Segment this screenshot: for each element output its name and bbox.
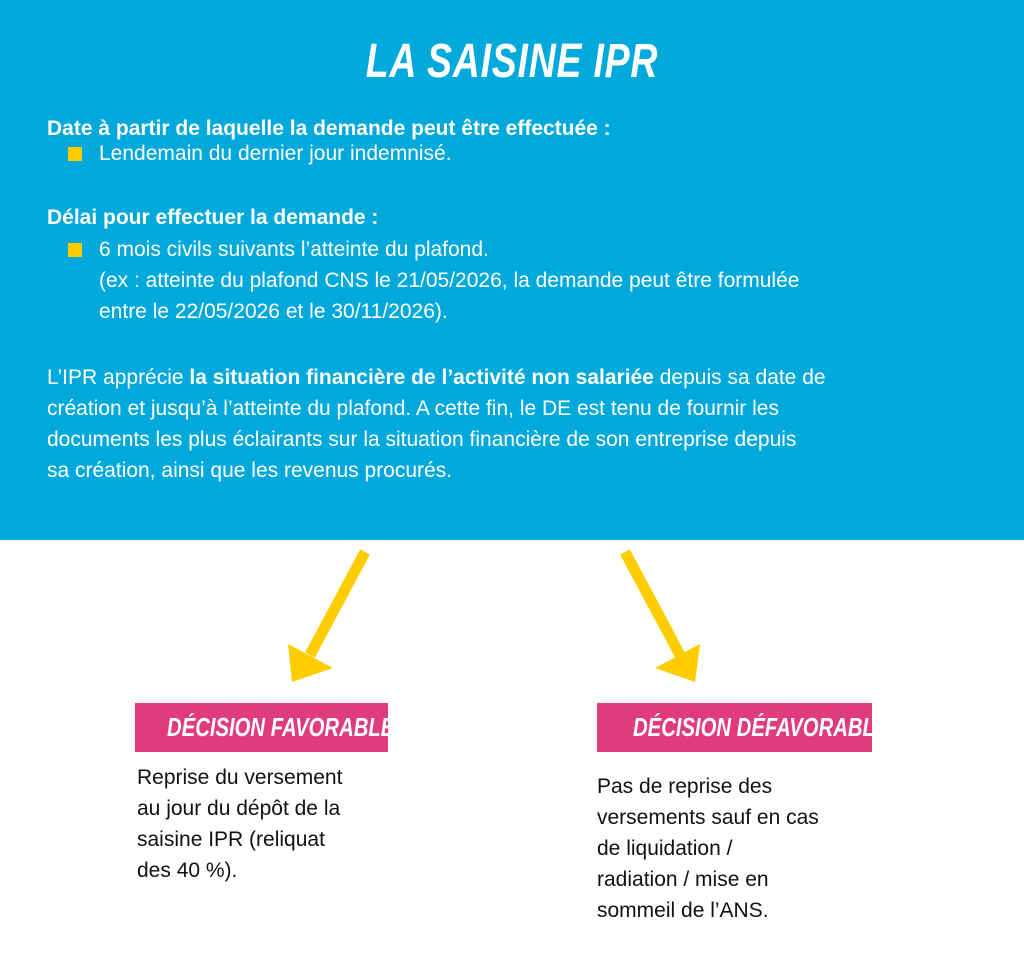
paragraph-line: L’IPR apprécie la situation financière d…: [47, 366, 826, 390]
example-line: (ex : atteinte du plafond CNS le 21/05/2…: [99, 269, 800, 292]
text-line: au jour du dépôt de la: [137, 797, 341, 820]
text-line: Pas de reprise des: [597, 775, 773, 798]
section-heading-date: Date à partir de laquelle la demande peu…: [47, 117, 611, 140]
bullet-text: 6 mois civils suivants l’atteinte du pla…: [99, 238, 489, 261]
bullet-square-icon: [68, 147, 82, 161]
text-line: des 40 %).: [137, 859, 238, 882]
arrow-right-icon: [620, 549, 700, 682]
text-line: radiation / mise en: [597, 868, 769, 891]
paragraph-emphasis: la situation financière de l’activité no…: [189, 366, 654, 389]
text-line: sommeil de l’ANS.: [597, 899, 769, 922]
bullet-text: Lendemain du dernier jour indemnisé.: [99, 142, 452, 165]
text-line: saisine IPR (reliquat: [137, 828, 325, 851]
info-panel: LA SAISINE IPR Date à partir de laquelle…: [0, 0, 1024, 540]
favorable-text: Reprise du versement au jour du dépôt de…: [137, 762, 342, 886]
label-text: DÉCISION DÉFAVORABLE: [633, 712, 889, 742]
defavorable-text: Pas de reprise des versements sauf en ca…: [597, 771, 819, 926]
paragraph-text: depuis sa date de: [653, 366, 826, 389]
page-title: LA SAISINE IPR: [365, 35, 659, 88]
paragraph-line: sa création, ainsi que les revenus procu…: [47, 459, 453, 482]
label-text: DÉCISION FAVORABLE: [167, 712, 395, 742]
arrow-left-icon: [288, 549, 370, 682]
example-line: entre le 22/05/2026 et le 30/11/2026).: [99, 300, 448, 323]
paragraph-line: création et jusqu’à l’atteinte du plafon…: [47, 397, 779, 420]
decision-defavorable-label: DÉCISION DÉFAVORABLE: [597, 703, 888, 752]
text-line: Reprise du versement: [137, 766, 343, 789]
section-heading-delai: Délai pour effectuer la demande :: [47, 206, 379, 229]
text-line: de liquidation /: [597, 837, 733, 860]
paragraph-line: documents les plus éclairants sur la sit…: [47, 428, 797, 451]
paragraph-text: L’IPR apprécie: [47, 366, 190, 389]
bullet-square-icon: [68, 243, 82, 257]
decision-favorable-label: DÉCISION FAVORABLE: [135, 703, 394, 752]
text-line: versements sauf en cas: [597, 806, 819, 829]
